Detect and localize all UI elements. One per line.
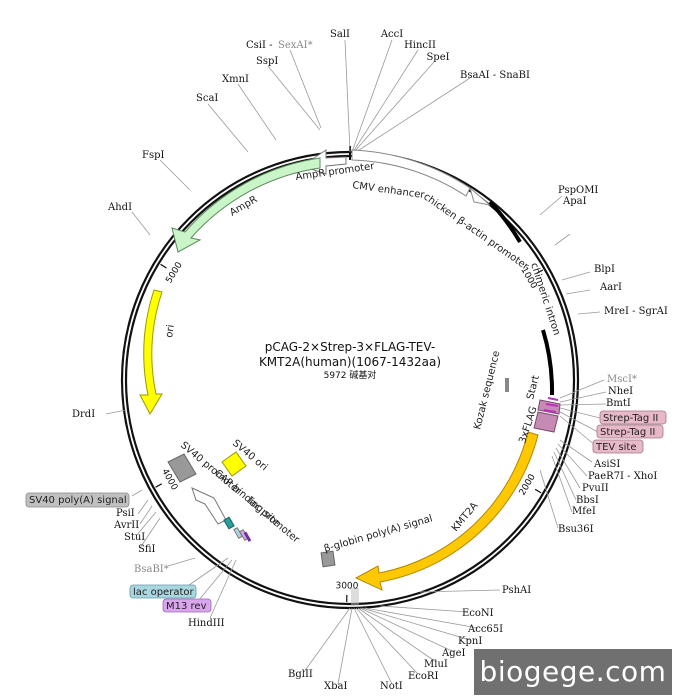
m13-rev-stripe <box>243 531 252 542</box>
sv40-ori-mark <box>221 451 247 477</box>
cmv-enhancer-arc <box>351 149 471 197</box>
site-paer7i-xhoi: PaeR7I - XhoI <box>588 471 657 482</box>
site-sexai: SexAI* <box>278 40 313 51</box>
site-mfei: MfeI <box>572 506 596 517</box>
site-mrei-sgrai: MreI - SgrAI <box>604 306 668 317</box>
site-apai: ApaI <box>562 196 587 207</box>
label-ori: ori <box>164 324 177 338</box>
boxed-m13-rev-label: M13 rev <box>166 601 207 612</box>
sv40-promoter-mark <box>167 453 197 483</box>
lac-promoter-arrow <box>191 487 227 525</box>
site-avrii: AvrII <box>113 520 139 531</box>
plasmid-name-line2: KMT2A(human)(1067-1432aa) <box>259 355 441 369</box>
cmv-enhancer-head <box>469 186 492 206</box>
boxed-tev-site-label: TEV site <box>595 442 637 453</box>
site-bbsi: BbsI <box>576 495 599 506</box>
kmt2a-arrow <box>354 431 539 591</box>
boxed-strep-tag-2: Strep-Tag II <box>596 424 664 439</box>
tick-label-3000: 3000 <box>335 581 358 591</box>
site-sspi: SspI <box>256 56 278 67</box>
site-pvuii: PvuII <box>582 483 609 494</box>
site-pshai: PshAI <box>502 585 531 596</box>
label-cmv-enhancer: CMV enhancer <box>352 180 426 201</box>
site-bmti: BmtI <box>606 398 631 409</box>
site-hincii: HincII <box>404 40 436 51</box>
tag-stripe-2 <box>545 403 559 407</box>
label-kozak: Kozak sequence <box>472 350 502 431</box>
plasmid-name-line1: pCAG-2×Strep-3×FLAG-TEV- <box>265 340 435 354</box>
site-mlui: MluI <box>424 659 448 670</box>
label-beta-globin-polya: β-globin poly(A) signal <box>323 513 434 555</box>
site-acc65i: Acc65I <box>467 624 503 635</box>
tick-mark-4000 <box>155 483 163 488</box>
start-mark <box>537 399 561 415</box>
site-kpni: KpnI <box>458 636 482 647</box>
tick-mark-1000 <box>536 269 544 274</box>
site-bsabi: BsaBI* <box>134 564 169 575</box>
site-agei: AgeI <box>441 648 466 659</box>
bottom-site-cluster <box>351 588 359 606</box>
site-psii: PsiI <box>116 508 135 519</box>
label-lac-promoter: lac promoter <box>245 496 302 546</box>
site-xmni: XmnI <box>222 74 249 85</box>
boxed-strep-tag-1: Strep-Tag II <box>599 410 667 425</box>
boxed-sv40-polya-label: SV40 poly(A) signal <box>29 495 127 506</box>
site-hindiii: HindIII <box>188 618 225 629</box>
chicken-actin-promoter-arc <box>488 200 522 244</box>
site-sfii: SfiI <box>138 544 156 555</box>
site-xbai: XbaI <box>324 681 347 692</box>
tag-stripe-3 <box>543 409 557 413</box>
site-bsaai-snabi: BsaAI - SnaBI <box>460 70 530 81</box>
ampr-arrow <box>171 157 321 253</box>
cap-binding-mark <box>223 516 235 530</box>
boxed-strep-tag-1-label: Strep-Tag II <box>603 413 658 424</box>
site-msci: MscI* <box>607 374 637 385</box>
site-econi: EcoNI <box>462 608 494 619</box>
site-sali: SalI <box>330 29 350 40</box>
site-scai: ScaI <box>196 93 218 104</box>
site-acci: AccI <box>380 29 403 40</box>
site-stui: StuI <box>124 532 145 543</box>
site-asisi: AsiSI <box>593 459 620 470</box>
site-fspi: FspI <box>142 150 164 161</box>
site-noti: NotI <box>380 681 403 692</box>
site-leaders <box>105 39 607 685</box>
beta-globin-polya-mark <box>320 550 336 568</box>
site-nhei: NheI <box>608 386 633 397</box>
site-spei: SpeI <box>426 52 449 63</box>
boxed-lac-operator: lac operator <box>129 584 197 599</box>
boxed-lac-operator-label: lac operator <box>133 587 194 598</box>
site-pspomi: PspOMI <box>558 185 598 196</box>
boxed-sv40-polya: SV40 poly(A) signal <box>25 492 130 508</box>
site-aari: AarI <box>599 282 622 293</box>
plasmid-size: 5972 碱基对 <box>324 369 377 381</box>
ori-arrow <box>139 289 163 416</box>
tag-stripe-1 <box>547 397 559 401</box>
watermark: biogege.com <box>474 649 672 695</box>
site-ecori: EcoRI <box>408 671 438 682</box>
site-blpi: BlpI <box>594 264 615 275</box>
boxed-tev-site: TEV site <box>592 439 644 454</box>
kozak-mark <box>505 378 509 392</box>
boxed-strep-tag-2-label: Strep-Tag II <box>600 427 655 438</box>
site-csii: CsiI - <box>246 40 273 51</box>
site-ahdi: AhdI <box>107 202 132 213</box>
tick-label-5000: 5000 <box>164 260 185 285</box>
chimeric-intron-arc <box>541 329 555 396</box>
tick-mark-5000 <box>160 263 167 269</box>
flag-mark <box>533 411 559 433</box>
site-drdi: DrdI <box>72 409 95 420</box>
label-start: Start <box>525 374 542 400</box>
label-chimeric-intron: chimeric intron <box>528 262 562 337</box>
site-bsu36i: Bsu36I <box>558 524 594 535</box>
site-bglii: BglII <box>288 669 313 680</box>
tick-mark-2000 <box>534 488 542 494</box>
boxed-m13-rev: M13 rev <box>162 598 212 613</box>
